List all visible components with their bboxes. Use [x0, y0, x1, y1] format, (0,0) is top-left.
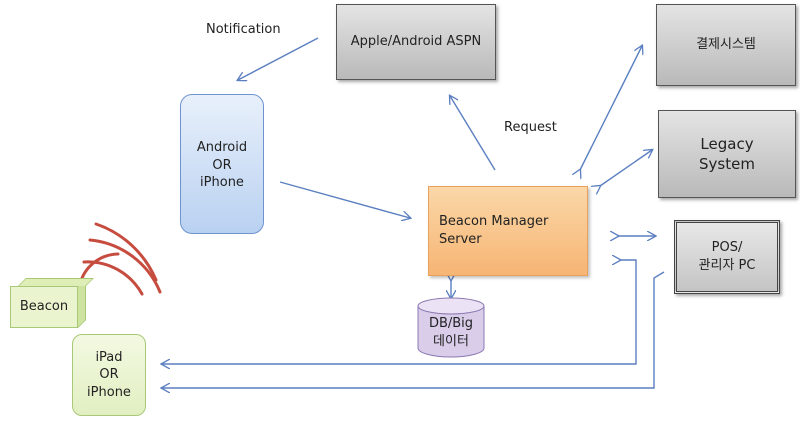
database-box: DB/Big 데이터	[416, 296, 486, 358]
arrow-notification	[238, 37, 319, 80]
arrow-android-to-server	[279, 181, 410, 218]
notification-label: Notification	[206, 22, 281, 37]
pos-pc-box: POS/ 관리자 PC	[674, 220, 780, 294]
request-label: Request	[504, 120, 557, 135]
arrow-request	[450, 96, 496, 171]
beacon-label: Beacon	[19, 299, 69, 315]
arrow-server-payment	[580, 46, 642, 170]
beacon-box: Beacon	[10, 278, 94, 328]
arrow-to-ipad-1	[162, 260, 637, 364]
android-device-box: Android OR iPhone	[180, 94, 264, 234]
beacon-manager-server-box: Beacon Manager Server	[428, 186, 588, 276]
database-icon	[417, 297, 485, 358]
database-label: DB/Big 데이터	[428, 316, 474, 349]
arrow-server-legacy	[600, 150, 652, 186]
arrow-to-ipad-2	[162, 271, 665, 388]
payment-system-box: 결제시스템	[656, 4, 796, 86]
legacy-system-box: Legacy System	[658, 110, 796, 198]
ipad-device-box: iPad OR iPhone	[72, 334, 146, 416]
beacon-signal-icon	[78, 222, 162, 296]
aspn-box: Apple/Android ASPN	[336, 4, 496, 80]
